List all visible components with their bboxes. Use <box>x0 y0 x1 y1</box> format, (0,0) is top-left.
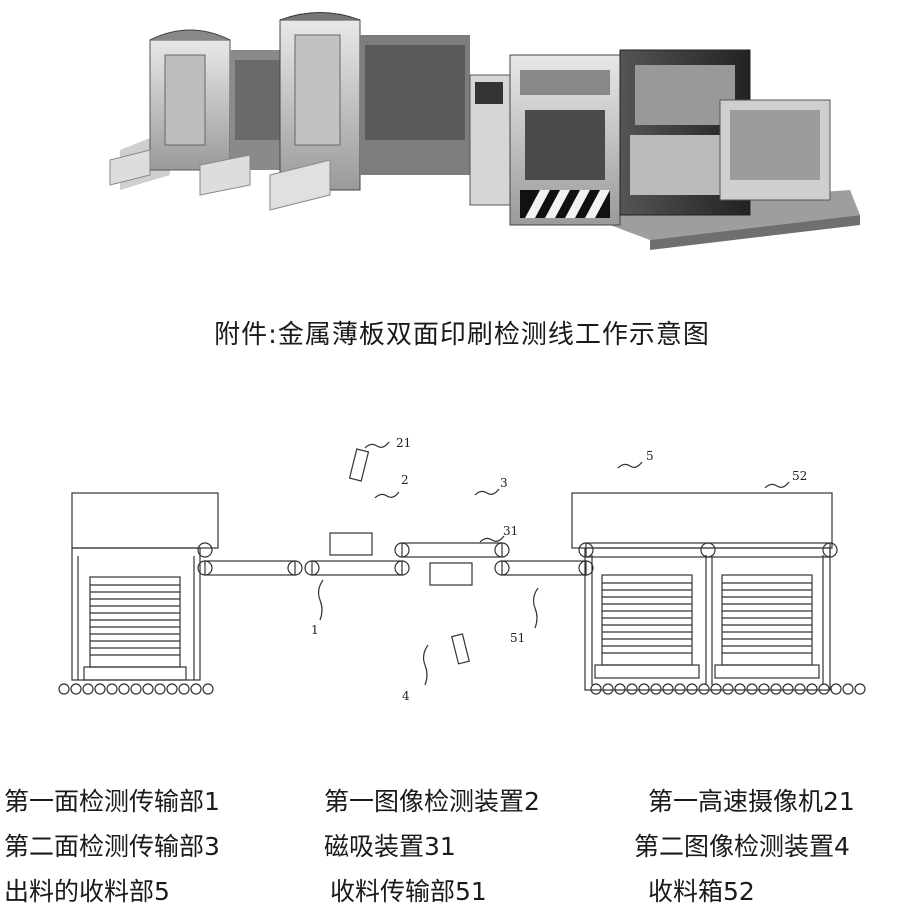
legend-item: 收料传输部51 <box>330 877 487 906</box>
legend-item: 磁吸装置31 <box>324 832 456 861</box>
label-5: 5 <box>646 449 654 463</box>
label-3: 3 <box>500 476 508 490</box>
label-1: 1 <box>311 623 319 637</box>
legend-item: 第一图像检测装置2 <box>324 787 540 816</box>
left-rollers <box>58 683 214 695</box>
left-stack <box>83 576 187 681</box>
legend-item: 收料箱52 <box>648 877 755 906</box>
camera-21 <box>348 448 370 482</box>
left-unit <box>58 492 219 695</box>
legend-item: 第一面检测传输部1 <box>4 787 220 816</box>
label-21: 21 <box>396 436 411 450</box>
legend-item: 第二面检测传输部3 <box>4 832 220 861</box>
camera-4 <box>451 633 470 665</box>
conveyor-first <box>197 542 594 576</box>
label-51: 51 <box>510 631 525 645</box>
schematic-diagram: 21 2 3 31 1 51 4 5 52 <box>58 436 866 703</box>
legend-item: 第一高速摄像机21 <box>648 787 855 816</box>
right-stack-a <box>594 574 700 679</box>
legend-item: 第二图像检测装置4 <box>634 832 850 861</box>
figure-caption: 附件:金属薄板双面印刷检测线工作示意图 <box>214 320 710 350</box>
right-unit <box>571 492 866 695</box>
label-52: 52 <box>792 469 807 483</box>
label-2: 2 <box>401 473 409 487</box>
sheet-top <box>329 532 373 556</box>
legend-item: 出料的收料部5 <box>4 877 170 906</box>
label-31: 31 <box>503 524 518 538</box>
machine-photo <box>109 12 860 250</box>
right-rollers <box>590 683 866 695</box>
sheet-bottom <box>429 562 473 586</box>
right-stack-b <box>714 574 820 679</box>
label-4: 4 <box>402 689 410 703</box>
